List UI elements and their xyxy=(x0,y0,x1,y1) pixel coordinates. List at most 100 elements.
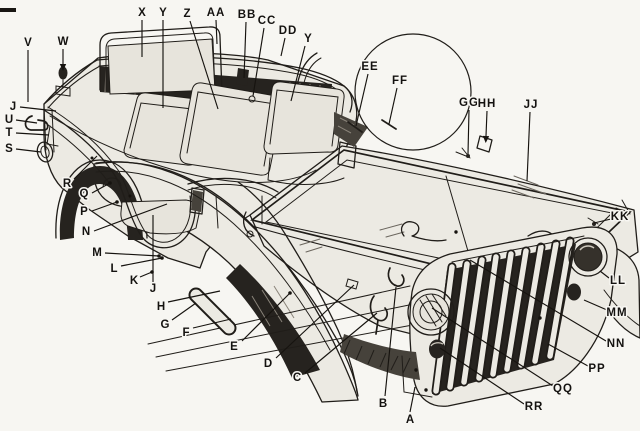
callout-label-M: M xyxy=(92,247,102,259)
callout-label-S: S xyxy=(5,143,13,155)
callout-leader-C xyxy=(304,312,378,374)
scan-artifact xyxy=(0,8,16,12)
callout-label-RR: RR xyxy=(525,401,544,413)
rear-seat-back xyxy=(263,81,345,155)
callout-label-HH: HH xyxy=(478,98,497,110)
callout-leader-S xyxy=(15,148,42,153)
glass-reflection xyxy=(511,175,547,199)
callout-leader-KK xyxy=(593,218,612,224)
callout-label-Y1: Y xyxy=(159,7,167,19)
callout-label-G: G xyxy=(161,319,170,331)
jeep-illustration xyxy=(24,26,640,407)
rail-bracket xyxy=(236,68,249,86)
stowed-top-bow-bundle xyxy=(43,106,205,249)
callout-dot-Q xyxy=(108,181,112,185)
callout-label-P: P xyxy=(80,206,88,218)
under-grille-shadow xyxy=(340,334,420,380)
callout-leader-NN xyxy=(469,259,607,342)
cowl-shadow xyxy=(334,112,368,147)
callout-label-R: R xyxy=(63,178,72,190)
callout-label-AA: AA xyxy=(207,7,226,19)
callout-label-E: E xyxy=(230,341,238,353)
callout-label-Z: Z xyxy=(183,8,190,20)
callout-dot-P xyxy=(115,200,119,204)
callout-leader-N xyxy=(93,203,168,232)
callout-label-X: X xyxy=(138,7,146,19)
callout-dot-L xyxy=(160,256,164,260)
callout-label-JJ: JJ xyxy=(524,99,539,111)
hood-latch-hook xyxy=(369,295,388,335)
bumperette xyxy=(46,125,59,147)
bolt-dots xyxy=(90,156,542,392)
front-bumper-end xyxy=(190,289,235,334)
callout-label-W: W xyxy=(58,36,69,48)
callout-leader-PP xyxy=(547,343,589,367)
callout-label-T: T xyxy=(5,127,12,139)
callout-label-LL: LL xyxy=(610,275,626,287)
hood-latch-upper xyxy=(387,267,405,287)
callout-dot-E xyxy=(288,291,292,295)
callout-leader-U xyxy=(15,119,38,124)
windshield-clamp xyxy=(476,135,493,153)
callout-label-C: C xyxy=(293,372,301,384)
right-blackout-lamp xyxy=(567,283,581,301)
callout-leader-G xyxy=(171,302,197,321)
callout-arrowhead-W xyxy=(59,64,67,71)
callout-label-J1: J xyxy=(10,101,16,113)
callout-leader-F xyxy=(192,318,232,329)
under-fender-shadow xyxy=(226,264,320,378)
callout-label-A: A xyxy=(406,414,414,426)
callout-leader-D xyxy=(275,284,355,359)
callout-label-H: H xyxy=(157,301,165,313)
callout-label-NN: NN xyxy=(607,338,626,350)
callout-leader-BB xyxy=(243,21,247,79)
callout-label-FF: FF xyxy=(392,75,408,87)
callout-label-L: L xyxy=(110,263,117,275)
callout-leader-L xyxy=(120,257,163,267)
callout-leader-AA xyxy=(215,19,218,45)
grille-assembly xyxy=(340,226,640,407)
callout-leader-LL xyxy=(599,270,610,279)
callout-leader-E xyxy=(241,292,291,342)
callout-arrowhead-HH xyxy=(482,135,490,143)
callout-leader-MM xyxy=(583,299,608,311)
callout-label-PP: PP xyxy=(588,363,605,375)
callout-label-F: F xyxy=(182,327,189,339)
callout-label-BB: BB xyxy=(238,9,257,21)
bow-pivot-knob xyxy=(58,66,68,80)
left-headlight xyxy=(407,288,455,336)
callout-leader-M xyxy=(104,252,160,257)
grille-slats xyxy=(431,236,575,396)
callout-leader-EE xyxy=(355,73,369,127)
hood-latches xyxy=(345,267,405,335)
callout-label-QQ: QQ xyxy=(553,383,573,395)
callout-leader-P xyxy=(91,201,118,212)
callout-leader-R xyxy=(73,155,98,180)
footman-loop-hood xyxy=(345,278,359,290)
callout-label-V: V xyxy=(24,37,32,49)
callout-label-U: U xyxy=(5,114,13,126)
spare-tire-circle xyxy=(354,33,472,151)
callout-leader-Y2 xyxy=(290,45,306,102)
callout-label-EE: EE xyxy=(361,61,378,73)
callout-leader-K xyxy=(139,271,153,278)
rear-handle xyxy=(24,115,49,131)
grab-handle xyxy=(102,177,122,188)
callout-label-J2: J xyxy=(150,283,156,295)
callout-label-D: D xyxy=(264,358,272,370)
right-headlight xyxy=(568,237,608,277)
callout-label-MM: MM xyxy=(606,307,627,319)
callout-leader-DD xyxy=(280,37,286,57)
callout-leader-FF xyxy=(388,87,398,125)
callout-label-K: K xyxy=(130,275,139,287)
callout-leader-Z xyxy=(189,20,219,110)
callout-label-KK: KK xyxy=(611,211,630,223)
body-sill-bracket xyxy=(401,355,433,398)
callout-leader-H xyxy=(167,290,221,303)
callout-leader-HH xyxy=(485,110,488,137)
callout-label-Q: Q xyxy=(80,188,89,200)
callout-leader-GG xyxy=(467,109,470,155)
